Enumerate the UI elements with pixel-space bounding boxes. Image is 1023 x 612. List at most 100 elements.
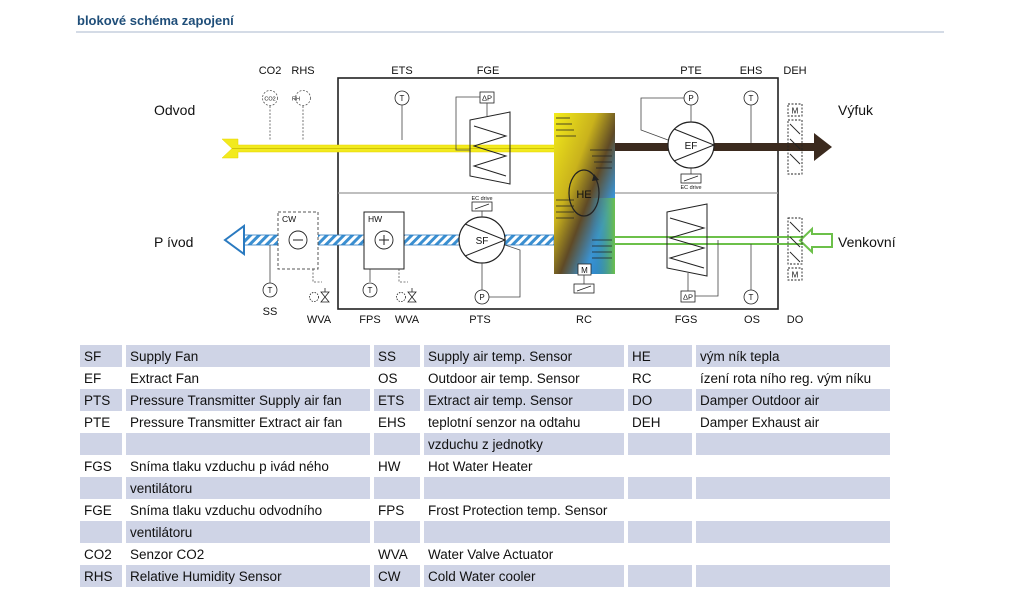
label-pte: PTE [680, 65, 701, 77]
legend-code: HE [628, 345, 692, 367]
label-fge: FGE [477, 65, 500, 77]
label-deh: DEH [783, 65, 806, 77]
heat-exchanger-lines [556, 117, 612, 259]
legend-code [628, 499, 692, 521]
legend-description: ventilátoru [126, 521, 370, 543]
legend-description [696, 499, 890, 521]
label-odvod: Odvod [154, 102, 195, 118]
legend-code: DEH [632, 414, 661, 430]
label-co2: CO2 [259, 65, 282, 77]
legend-description: Hot Water Heater [428, 458, 533, 474]
pte-sensor-label: P [688, 94, 693, 103]
legend-code: CO2 [84, 546, 112, 562]
legend-description [696, 543, 890, 565]
legend-description: Cold Water cooler [424, 565, 624, 587]
label-vyfuk: Výfuk [838, 102, 874, 118]
legend-description [424, 477, 624, 499]
legend-code: EF [84, 370, 102, 386]
legend-description: Relative Humidity Sensor [126, 565, 370, 587]
fps-sensor [362, 282, 378, 298]
legend-code [628, 543, 692, 565]
exhaust-air-duct [614, 143, 818, 151]
label-wva-cw: WVA [307, 314, 332, 326]
outdoor-air-arrow [798, 226, 833, 255]
legend-description: ventilátoru [126, 477, 370, 499]
water-valve-hw [396, 288, 417, 303]
legend-code [628, 455, 692, 477]
extract-fan-label: EF [685, 141, 698, 152]
filter-fge [469, 111, 511, 185]
legend-description: Extract Fan [130, 370, 200, 386]
legend-description: Damper Outdoor air [696, 389, 890, 411]
label-rhs: RHS [291, 65, 314, 77]
hot-water-heater-label: HW [368, 214, 382, 224]
label-os: OS [744, 314, 760, 326]
legend-description: Senzor CO2 [130, 546, 205, 562]
label-venkovni: Venkovní [838, 234, 896, 250]
fge-dp-label: ΔP [482, 94, 492, 103]
legend-code: ETS [374, 389, 420, 411]
fps-sensor-label: T [368, 286, 373, 295]
page-title: blokové schéma zapojení [77, 13, 234, 28]
hw-valve-wire [398, 269, 408, 283]
legend-code [374, 477, 420, 499]
label-ets: ETS [391, 65, 412, 77]
label-fgs: FGS [675, 314, 698, 326]
legend-description: Pressure Transmitter Extract air fan [130, 414, 343, 430]
ehs-sensor-label: T [749, 94, 754, 103]
cold-water-cooler-label: CW [282, 214, 296, 224]
legend-description: Supply air temp. Sensor [424, 345, 624, 367]
pts-sensor-label: P [479, 293, 484, 302]
label-fps: FPS [359, 314, 380, 326]
supply-fan-blade [464, 223, 507, 257]
legend-code: DO [628, 389, 692, 411]
sf-ec-drive-label: EC drive [471, 196, 492, 202]
legend-description: Extract air temp. Sensor [424, 389, 624, 411]
legend-code: PTS [80, 389, 122, 411]
sf-ec-drive-slash [474, 203, 490, 210]
pte-wire-b [640, 97, 684, 141]
legend-row: ventilátoru [80, 477, 890, 499]
legend-code: SF [80, 345, 122, 367]
legend-code: PTE [84, 414, 111, 430]
pts-wire-b [489, 244, 521, 298]
legend-description [696, 455, 890, 477]
filter-fgs [666, 203, 708, 277]
title-divider [76, 31, 944, 33]
legend-code: HW [378, 458, 401, 474]
legend-code: WVA [378, 546, 408, 562]
legend-code: SS [374, 345, 420, 367]
legend-code [80, 521, 122, 543]
damper-outdoor [787, 217, 803, 281]
legend-description: Outdoor air temp. Sensor [428, 370, 580, 386]
fgs-wire-b [695, 240, 719, 297]
legend-description: Pressure Transmitter Supply air fan [126, 389, 370, 411]
ef-ec-drive-slash [683, 175, 699, 182]
heat-exchanger-green [590, 198, 615, 274]
co2-sensor [262, 90, 278, 106]
heat-exchanger-rotor [568, 169, 600, 217]
legend-row: ventilátoru [80, 521, 890, 543]
rc-motor [577, 263, 592, 276]
label-privod: P ívod [154, 234, 193, 250]
ets-sensor-label: T [400, 94, 405, 103]
label-wva-hw: WVA [395, 314, 420, 326]
supply-fan-label: SF [476, 236, 489, 247]
deh-motor-label: M [792, 107, 799, 116]
legend-description: ízení rota ního reg. vým níku [700, 370, 872, 386]
legend-description [696, 521, 890, 543]
legend-code [628, 433, 692, 455]
do-motor-label: M [792, 271, 799, 280]
legend-description: Frost Protection temp. Sensor [428, 502, 608, 518]
block-diagram: CO2 RHS ETS FGE PTE EHS DEH Odvod P ívod… [154, 65, 896, 326]
legend-code [80, 477, 122, 499]
exhaust-air-arrowhead [814, 133, 832, 161]
extract-fan-blade [673, 128, 716, 162]
supply-air-arrowhead [223, 224, 245, 256]
